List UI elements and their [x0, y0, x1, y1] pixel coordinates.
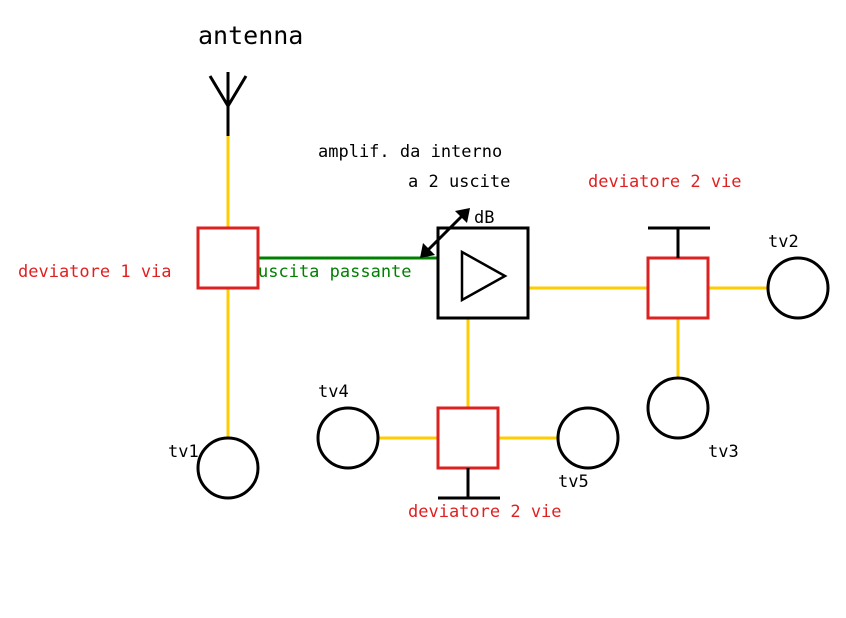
splitter-2-way-bottom-label: deviatore 2 vie [408, 502, 562, 522]
coax-cables [226, 136, 768, 440]
splitter-1-way-label: deviatore 1 via [18, 262, 172, 282]
splitter-1-way [196, 226, 260, 290]
tv5-circle [556, 406, 620, 470]
splitter-2-way-bottom [436, 406, 500, 470]
tv4-circle [316, 406, 380, 470]
gain-adjust-arrow-icon [420, 208, 470, 258]
terminator-bottom [438, 468, 500, 500]
splitter-2-way-right [646, 256, 710, 320]
tv5-label: tv5 [558, 472, 589, 492]
db-label: dB [474, 208, 494, 228]
antenna-icon [208, 72, 248, 136]
tv1-label: tv1 [168, 442, 199, 462]
tv3-label: tv3 [708, 442, 739, 462]
antenna-label: antenna [198, 21, 303, 50]
amplifier-triangle-icon [460, 249, 508, 303]
tv1-circle [196, 436, 260, 500]
pass-through-label: uscita passante [258, 262, 412, 282]
amplifier-label-line2: a 2 uscite [408, 172, 510, 192]
tv2-circle [766, 256, 830, 320]
tv2-label: tv2 [768, 232, 799, 252]
tv4-label: tv4 [318, 382, 349, 402]
amplifier [436, 226, 530, 320]
tv3-circle [646, 376, 710, 440]
amplifier-label-line1: amplif. da interno [318, 142, 502, 162]
splitter-2-way-right-label: deviatore 2 vie [588, 172, 742, 192]
terminator-right [648, 226, 710, 258]
